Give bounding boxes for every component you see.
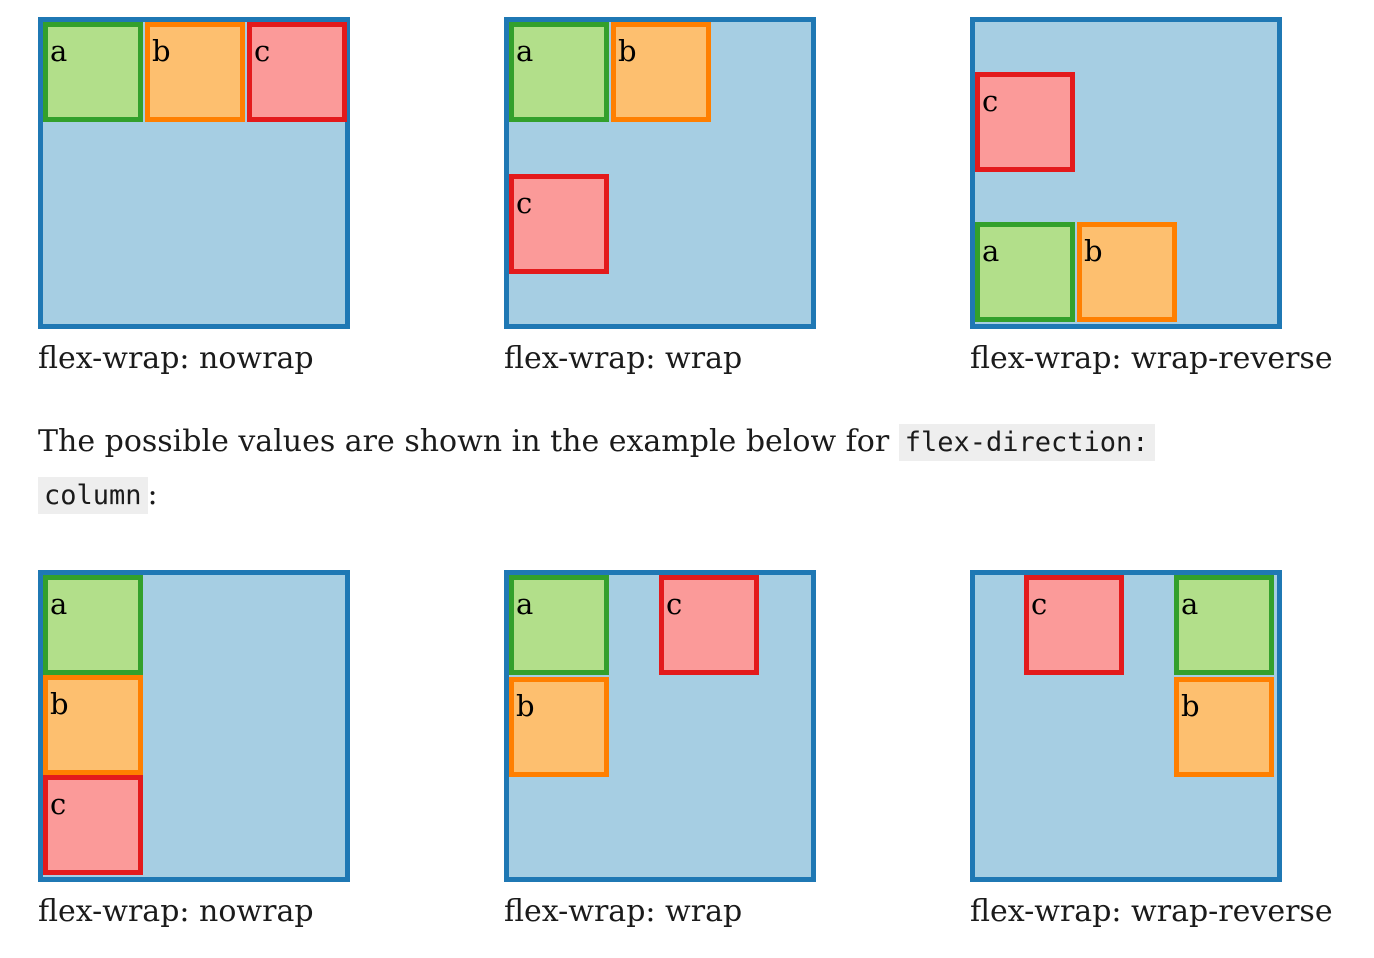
flex-item-c: c — [247, 22, 347, 122]
flex-container: c a b — [970, 17, 1282, 329]
item-label: b — [516, 689, 535, 723]
flex-item-a: a — [43, 22, 143, 122]
column-nowrap-diagram: a b c flex-wrap: nowrap — [38, 570, 350, 929]
intro-text-end: : — [147, 477, 158, 512]
row-nowrap-diagram: a b c flex-wrap: nowrap — [38, 17, 350, 376]
item-label: c — [1031, 587, 1048, 621]
flex-item-a: a — [975, 222, 1075, 322]
item-label: b — [1181, 689, 1200, 723]
item-label: b — [50, 687, 69, 721]
diagram-caption: flex-wrap: nowrap — [38, 894, 314, 929]
row-wrap-diagram: a b c flex-wrap: wrap — [504, 17, 816, 376]
code-flex-direction: flex-direction: — [898, 424, 1155, 461]
item-label: a — [516, 587, 534, 621]
item-label: a — [516, 34, 534, 68]
diagram-caption: flex-wrap: wrap — [504, 894, 743, 929]
item-label: b — [1084, 234, 1103, 268]
flex-item-a: a — [509, 575, 609, 675]
item-label: c — [666, 587, 683, 621]
item-label: a — [50, 34, 68, 68]
flex-item-c: c — [1024, 575, 1124, 675]
diagram-caption: flex-wrap: wrap — [504, 341, 743, 376]
item-label: b — [618, 34, 637, 68]
diagram-caption: flex-wrap: nowrap — [38, 341, 314, 376]
flex-item-a: a — [1174, 575, 1274, 675]
item-label: a — [982, 234, 1000, 268]
flex-item-a: a — [509, 22, 609, 122]
item-label: c — [516, 186, 533, 220]
diagram-caption: flex-wrap: wrap-reverse — [970, 341, 1333, 376]
item-label: a — [50, 587, 68, 621]
flex-container: a b c — [504, 17, 816, 329]
flex-container: a b c — [38, 17, 350, 329]
flex-item-b: b — [43, 675, 143, 775]
flex-container: c a b — [970, 570, 1282, 882]
flex-item-c: c — [975, 72, 1075, 172]
flex-container: a b c — [38, 570, 350, 882]
flex-item-b: b — [509, 677, 609, 777]
diagram-caption: flex-wrap: wrap-reverse — [970, 894, 1333, 929]
flex-item-c: c — [43, 775, 143, 875]
item-label: c — [254, 34, 271, 68]
flex-item-c: c — [509, 174, 609, 274]
item-label: c — [50, 787, 67, 821]
flex-item-b: b — [611, 22, 711, 122]
column-wrap-reverse-diagram: c a b flex-wrap: wrap-reverse — [970, 570, 1333, 929]
row-wrap-reverse-diagram: c a b flex-wrap: wrap-reverse — [970, 17, 1333, 376]
flex-item-b: b — [1077, 222, 1177, 322]
item-label: b — [152, 34, 171, 68]
flex-container: a b c — [504, 570, 816, 882]
flex-item-a: a — [43, 575, 143, 675]
column-wrap-diagram: a b c flex-wrap: wrap — [504, 570, 816, 929]
item-label: a — [1181, 587, 1199, 621]
flex-item-b: b — [145, 22, 245, 122]
intro-paragraph: The possible values are shown in the exa… — [38, 416, 1338, 522]
intro-text: The possible values are shown in the exa… — [38, 424, 899, 459]
flex-item-b: b — [1174, 677, 1274, 777]
flex-item-c: c — [659, 575, 759, 675]
item-label: c — [982, 84, 999, 118]
code-column: column — [38, 477, 148, 514]
